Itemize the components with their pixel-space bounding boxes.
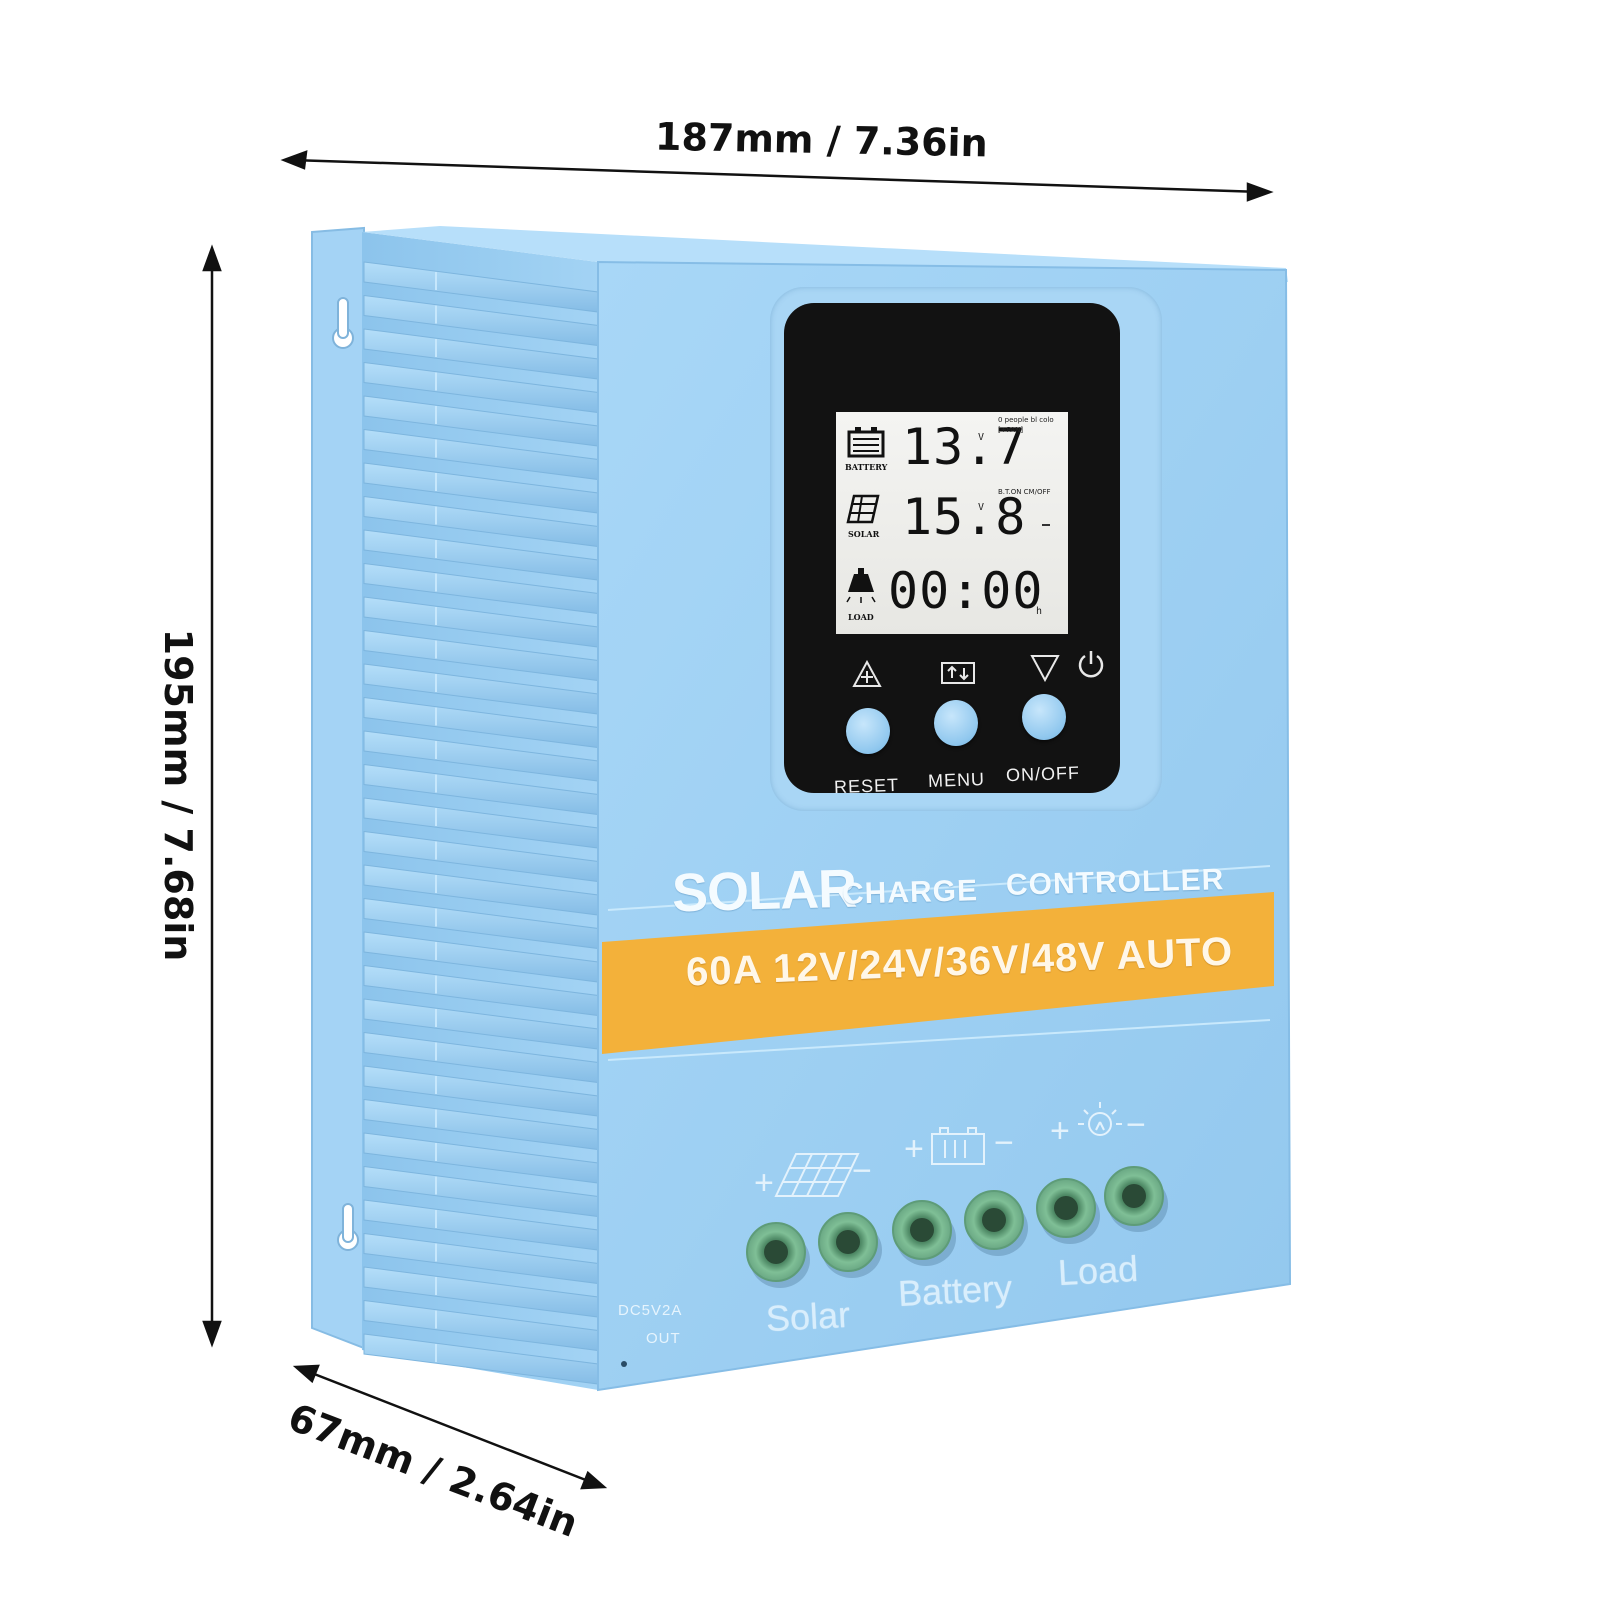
on-off-button[interactable] xyxy=(1022,694,1066,740)
terminal-block xyxy=(746,1166,1168,1288)
status-dash xyxy=(1042,524,1050,526)
dimension-arrows xyxy=(202,150,1274,1490)
battery-minus: − xyxy=(994,1124,1014,1162)
battery-label: BATTERY xyxy=(845,462,888,472)
usb-port-label-2: OUT xyxy=(646,1330,681,1347)
solar-voltage: 15.8 xyxy=(902,488,1027,546)
status-line-1: 0 people bl colo xyxy=(998,416,1054,424)
lamp-icon xyxy=(846,568,876,603)
solar-minus: − xyxy=(852,1152,872,1190)
battery-unit: V xyxy=(978,432,986,443)
menu-button[interactable] xyxy=(934,700,978,746)
brand-subtitle-charge: CHARGE xyxy=(841,874,979,911)
status-line-2: [+PAN] xyxy=(998,426,1024,434)
spec-stripe xyxy=(602,892,1274,1054)
power-icon xyxy=(1078,651,1104,678)
solar-panel-icon xyxy=(774,1153,860,1197)
battery-terminal-label: Battery xyxy=(896,1267,1014,1314)
load-unit: h xyxy=(1036,606,1044,617)
load-plus: + xyxy=(1050,1112,1070,1150)
brand-title: SOLAR xyxy=(671,858,857,924)
load-label: LOAD xyxy=(848,612,874,622)
lcd-screen: BATTERY 13.7 V 0 people bl colo [+PAN] S… xyxy=(836,412,1068,634)
solar-unit: V xyxy=(978,502,986,513)
battery-plus: + xyxy=(904,1130,924,1168)
reset-button[interactable] xyxy=(846,708,890,754)
terminal-screw xyxy=(836,1230,860,1254)
load-time: 00:00 xyxy=(888,562,1044,620)
battery-icon xyxy=(847,427,885,458)
battery-voltage: 13.7 xyxy=(902,418,1027,476)
light-bulb-icon xyxy=(1078,1102,1122,1136)
up-triangle-plus-icon xyxy=(852,660,882,687)
down-triangle-icon xyxy=(1030,655,1060,682)
brand-subtitle-controller: CONTROLLER xyxy=(1005,863,1225,902)
load-minus: − xyxy=(1126,1106,1146,1144)
reset-label: RESET xyxy=(833,774,900,798)
menu-arrows-icon xyxy=(941,662,975,684)
terminal-screw xyxy=(1122,1184,1146,1208)
terminal-screw xyxy=(982,1208,1006,1232)
width-dimension-label: 187mm / 7.36in xyxy=(654,114,989,166)
terminal-screw xyxy=(910,1218,934,1242)
heatsink-fins xyxy=(363,261,599,1385)
on-off-label: ON/OFF xyxy=(1005,762,1081,786)
terminal-screw xyxy=(1054,1196,1078,1220)
battery-icon xyxy=(931,1127,985,1165)
solar-plus: + xyxy=(754,1164,774,1202)
height-dimension-label: 195mm / 7.68in xyxy=(156,628,200,962)
terminal-screw xyxy=(764,1240,788,1264)
usb-port-label-1: DC5V2A xyxy=(618,1302,683,1319)
load-terminal-label: Load xyxy=(1056,1247,1140,1294)
solar-label: SOLAR xyxy=(848,529,880,539)
solar-panel-icon xyxy=(846,494,880,524)
status-line-3: B.T.ON CM/OFF xyxy=(998,488,1051,496)
menu-label: MENU xyxy=(927,769,986,791)
solar-terminal-label: Solar xyxy=(764,1293,852,1340)
